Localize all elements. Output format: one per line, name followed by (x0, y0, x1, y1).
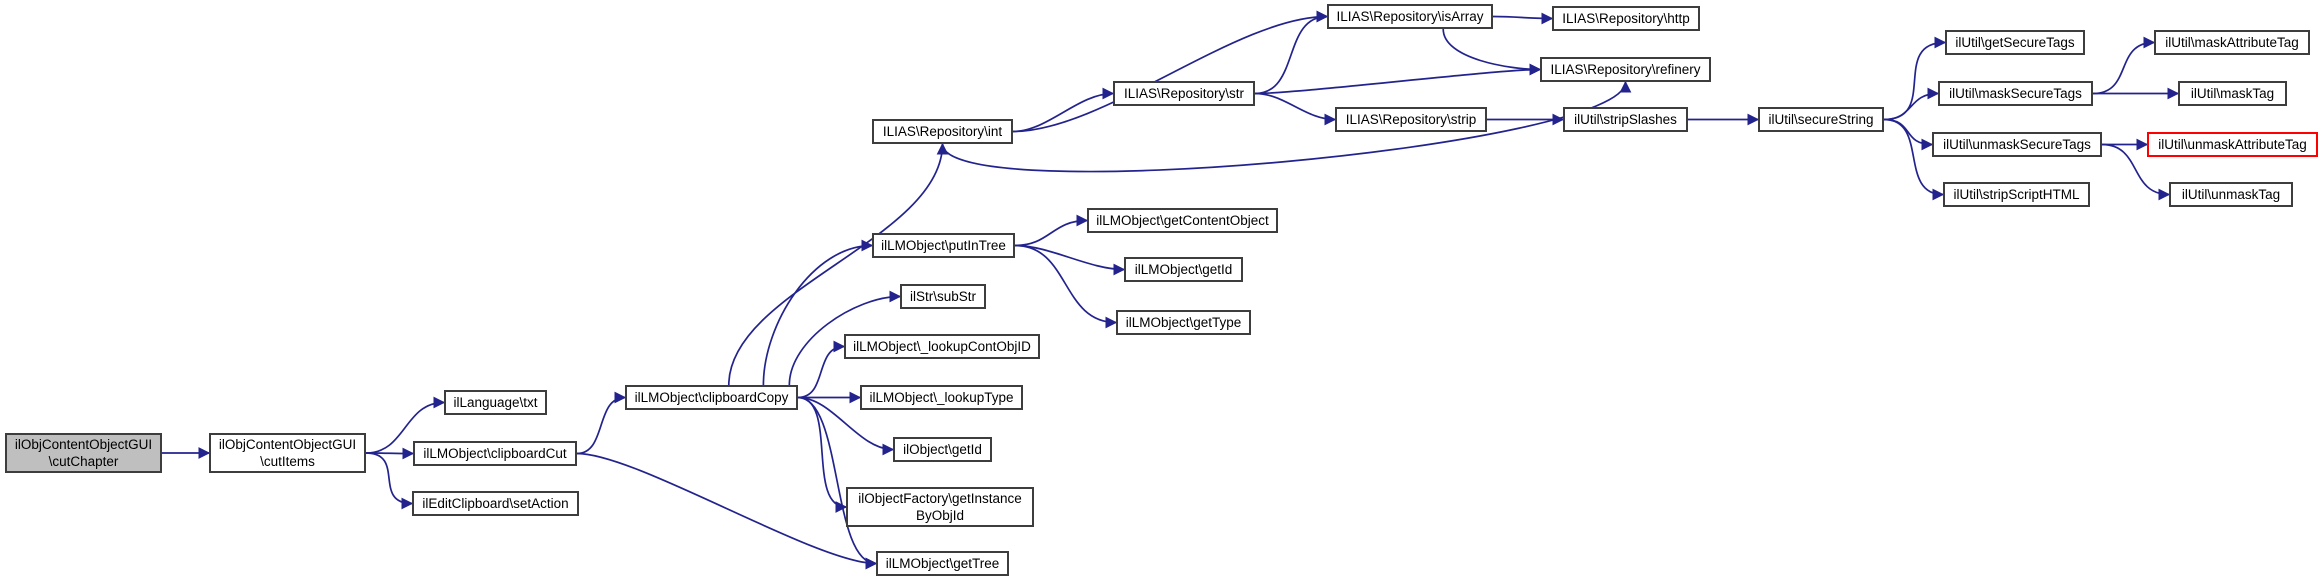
node-strip[interactable]: ILIAS\Repository\strip (1335, 107, 1487, 132)
node-label: ilUtil\secureString (1768, 112, 1874, 127)
node-txt[interactable]: ilLanguage\txt (444, 390, 547, 415)
node-label: ilLMObject\getType (1125, 315, 1242, 330)
node-label: ilObjContentObjectGUI (14, 437, 153, 452)
node-label: ilObjectFactory\getInstance (858, 491, 1022, 506)
edge-unmaskSecureTags-to-unmaskTag (2101, 143, 2171, 201)
node-label: ilLanguage\txt (453, 395, 538, 410)
edge-clipboardCut-to-getTree (576, 452, 878, 570)
node-label: ilLMObject\putInTree (881, 238, 1006, 253)
node-label: ilLMObject\_lookupContObjID (853, 339, 1031, 354)
edge-clipboardCut-to-clipboardCopy (576, 391, 627, 455)
edge-putInTree-to-getType (1014, 244, 1118, 329)
node-isArray[interactable]: ILIAS\Repository\isArray (1327, 4, 1493, 29)
node-cutChapter[interactable]: ilObjContentObjectGUI \cutChapter (5, 433, 162, 473)
node-label: ilLMObject\_lookupType (869, 390, 1014, 405)
edge-str-to-strip (1254, 92, 1337, 126)
node-label: ilLMObject\getTree (885, 556, 1000, 571)
node-label: ilObjContentObjectGUI (218, 437, 357, 452)
edge-clipboardCopy-to-lookupContObjID (797, 340, 846, 399)
node-label: ilUtil\maskAttributeTag (2165, 35, 2299, 50)
node-getContentObject[interactable]: ilLMObject\getContentObject (1087, 208, 1278, 233)
node-getSecureTags[interactable]: ilUtil\getSecureTags (1945, 30, 2085, 55)
edge-str-to-refinery (1254, 63, 1542, 95)
node-clipboardCut[interactable]: ilLMObject\clipboardCut (413, 441, 577, 466)
node-putInTree[interactable]: ilLMObject\putInTree (872, 233, 1015, 258)
edge-clipboardCopy-to-getIdObj (797, 396, 895, 456)
node-label: ilLMObject\clipboardCopy (634, 390, 789, 405)
node-label: ILIAS\Repository\int (882, 124, 1003, 139)
node-label: ilUtil\unmaskAttributeTag (2158, 137, 2307, 152)
node-label: ilStr\subStr (909, 289, 977, 304)
node-unmaskSecureTags[interactable]: ilUtil\unmaskSecureTags (1932, 132, 2102, 157)
node-secureString[interactable]: ilUtil\secureString (1758, 107, 1884, 132)
edge-cutItems-to-txt (365, 396, 446, 454)
edge-str-to-isArray (1254, 10, 1329, 95)
node-cutItems[interactable]: ilObjContentObjectGUI \cutItems (209, 433, 366, 473)
edge-putInTree-to-getContentObject (1014, 214, 1089, 247)
node-label: \cutItems (260, 454, 315, 469)
node-subStr[interactable]: ilStr\subStr (900, 284, 986, 309)
edge-secureString-to-stripScriptHTML (1883, 118, 1945, 201)
node-setAction[interactable]: ilEditClipboard\setAction (412, 491, 579, 516)
node-getTree[interactable]: ilLMObject\getTree (876, 551, 1009, 576)
edge-isArray-to-http (1492, 12, 1554, 25)
edge-clipboardCopy-to-subStr (788, 290, 902, 386)
edge-clipboardCopy-to-getTree (797, 396, 878, 570)
edge-int-to-isArray (1012, 10, 1329, 133)
node-label: ilLMObject\clipboardCut (423, 446, 567, 461)
node-label: ilUtil\unmaskTag (2181, 187, 2281, 202)
edge-maskSecureTags-to-maskAttributeTag (2092, 36, 2156, 95)
node-lookupContObjID[interactable]: ilLMObject\_lookupContObjID (844, 334, 1040, 359)
node-label: ilLMObject\getId (1134, 262, 1233, 277)
node-getIdLM[interactable]: ilLMObject\getId (1124, 257, 1243, 282)
node-str[interactable]: ILIAS\Repository\str (1113, 81, 1255, 106)
node-unmaskAttributeTag[interactable]: ilUtil\unmaskAttributeTag (2147, 132, 2318, 157)
edge-int-to-str (1012, 87, 1115, 133)
edge-clipboardCopy-to-int (727, 142, 949, 386)
node-http[interactable]: ILIAS\Repository\http (1552, 6, 1700, 31)
node-label: ByObjId (915, 508, 965, 523)
node-label: ILIAS\Repository\http (1562, 11, 1690, 26)
node-clipboardCopy[interactable]: ilLMObject\clipboardCopy (625, 385, 798, 410)
node-maskTag[interactable]: ilUtil\maskTag (2178, 81, 2287, 106)
node-stripScriptHTML[interactable]: ilUtil\stripScriptHTML (1943, 182, 2090, 207)
edge-cutItems-to-setAction (365, 452, 414, 510)
node-label: ILIAS\Repository\str (1123, 86, 1245, 101)
edge-clipboardCopy-to-putInTree (762, 239, 874, 386)
node-label: ilObject\getId (903, 442, 982, 457)
node-label: ilUtil\getSecureTags (1955, 35, 2075, 50)
edge-secureString-to-getSecureTags (1883, 36, 1947, 121)
node-label: ILIAS\Repository\refinery (1550, 62, 1701, 77)
node-unmaskTag[interactable]: ilUtil\unmaskTag (2169, 182, 2293, 207)
node-getType[interactable]: ilLMObject\getType (1116, 310, 1251, 335)
edge-group (162, 10, 2180, 570)
node-getIdObj[interactable]: ilObject\getId (893, 437, 992, 462)
node-label: ilUtil\unmaskSecureTags (1943, 137, 2091, 152)
node-label: ilLMObject\getContentObject (1096, 213, 1269, 228)
node-label: ilUtil\maskSecureTags (1949, 86, 2082, 101)
edge-secureString-to-unmaskSecureTags (1883, 118, 1934, 151)
edge-isArray-to-refinery (1442, 28, 1542, 76)
edge-secureString-to-maskSecureTags (1883, 87, 1940, 121)
node-int[interactable]: ILIAS\Repository\int (872, 119, 1013, 144)
node-refinery[interactable]: ILIAS\Repository\refinery (1540, 57, 1711, 82)
node-label: \cutChapter (48, 454, 119, 469)
node-maskAttributeTag[interactable]: ilUtil\maskAttributeTag (2154, 30, 2310, 55)
node-label: ILIAS\Repository\isArray (1336, 9, 1484, 24)
node-label: ilUtil\stripScriptHTML (1953, 187, 2080, 202)
node-lookupType[interactable]: ilLMObject\_lookupType (860, 385, 1023, 410)
node-label: ilUtil\stripSlashes (1574, 112, 1677, 127)
node-maskSecureTags[interactable]: ilUtil\maskSecureTags (1938, 81, 2093, 106)
node-label: ilEditClipboard\setAction (422, 496, 569, 511)
node-label: ilUtil\maskTag (2190, 86, 2275, 101)
node-label: ILIAS\Repository\strip (1345, 112, 1477, 127)
node-stripSlashes[interactable]: ilUtil\stripSlashes (1563, 107, 1688, 132)
